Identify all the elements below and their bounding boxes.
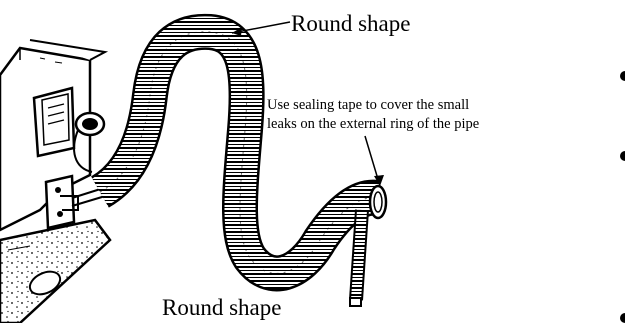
leader-round-shape-top <box>232 22 290 36</box>
sealing-tape-note-line-2: leaks on the external ring of the pipe <box>267 115 479 134</box>
sealing-tape-note: Use sealing tape to cover the small leak… <box>267 96 479 134</box>
control-panel <box>34 88 74 156</box>
round-shape-top-label: Round shape <box>291 12 410 35</box>
hose-end-ring <box>370 186 386 218</box>
round-shape-bottom-label: Round shape <box>162 296 281 319</box>
sealing-tape-note-line-1: Use sealing tape to cover the small <box>267 96 479 115</box>
corrugated-hose <box>100 32 378 274</box>
leader-sealing-note <box>365 136 384 186</box>
base-rail <box>0 220 110 323</box>
margin-marks <box>620 71 625 323</box>
